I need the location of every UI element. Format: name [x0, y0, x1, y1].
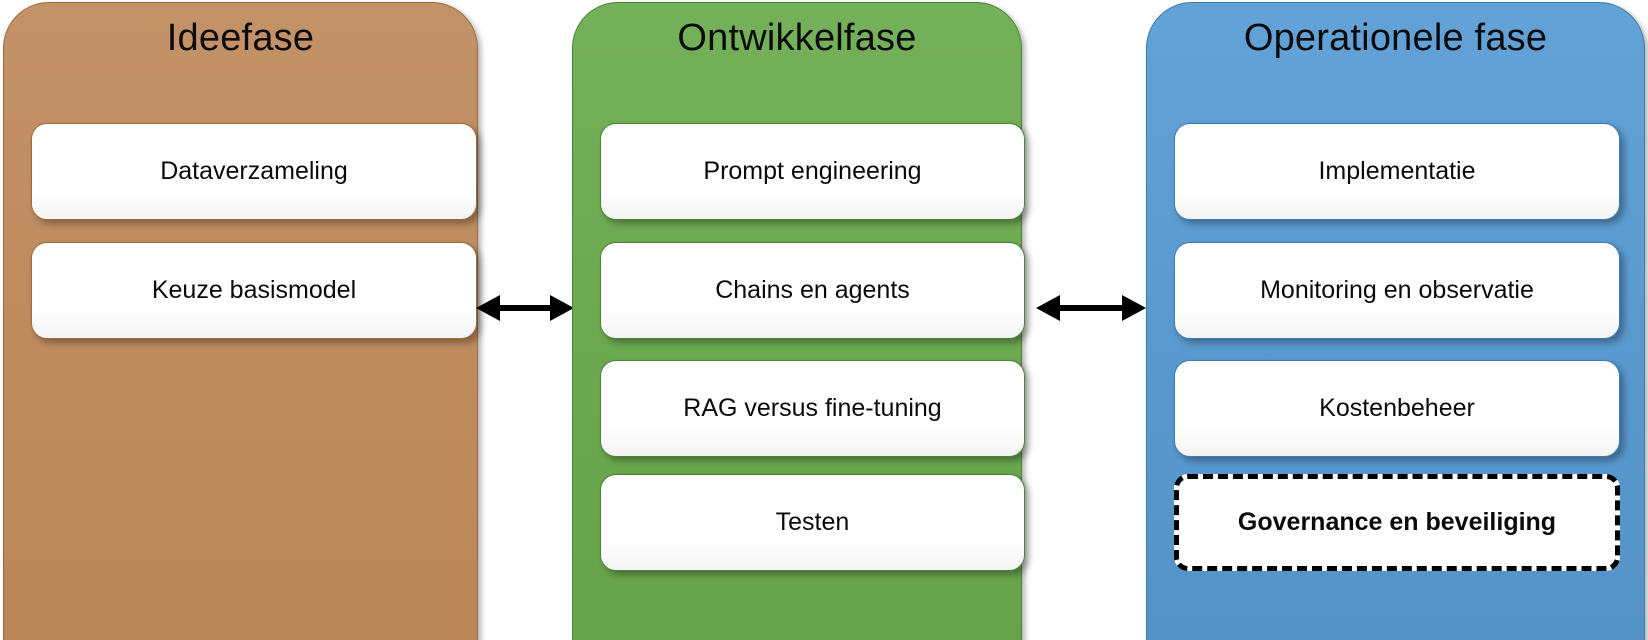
- phase-title-ideefase: Ideefase: [166, 17, 315, 59]
- phase-item-label: Keuze basismodel: [151, 276, 357, 304]
- phase-item-governance-en-beveiliging[interactable]: Governance en beveiliging: [1174, 474, 1620, 571]
- phase-panel-operationele-fase[interactable]: Operationele fase Implementatie Monitori…: [1146, 2, 1645, 640]
- phase-item-label: Dataverzameling: [160, 157, 348, 185]
- phase-item-label: Testen: [775, 508, 850, 536]
- phase-item-label: Kostenbeheer: [1319, 394, 1475, 422]
- phase-item-keuze-basismodel[interactable]: Keuze basismodel: [31, 242, 477, 339]
- phase-item-monitoring-en-observatie[interactable]: Monitoring en observatie: [1174, 242, 1620, 339]
- phase-title-operationele-fase: Operationele fase: [1243, 17, 1548, 59]
- phase-item-prompt-engineering[interactable]: Prompt engineering: [600, 123, 1025, 220]
- phase-item-dataverzameling[interactable]: Dataverzameling: [31, 123, 477, 220]
- phase-item-label: Chains en agents: [715, 276, 910, 304]
- phase-panel-ideefase[interactable]: Ideefase Dataverzameling Keuze basismode…: [3, 2, 478, 640]
- phase-item-implementatie[interactable]: Implementatie: [1174, 123, 1620, 220]
- phase-item-label: RAG versus fine-tuning: [683, 394, 942, 422]
- phase-item-rag-versus-fine-tuning[interactable]: RAG versus fine-tuning: [600, 360, 1025, 457]
- phase-item-label: Governance en beveiliging: [1237, 508, 1557, 536]
- phase-panel-ontwikkelfase[interactable]: Ontwikkelfase Prompt engineering Chains …: [572, 2, 1025, 640]
- double-arrow-horizontal-icon-1: [476, 295, 574, 321]
- phase-item-label: Implementatie: [1318, 157, 1476, 185]
- double-arrow-horizontal-icon-2: [1036, 295, 1146, 321]
- phase-title-ontwikkelfase: Ontwikkelfase: [677, 17, 917, 59]
- phase-item-kostenbeheer[interactable]: Kostenbeheer: [1174, 360, 1620, 457]
- phase-item-chains-en-agents[interactable]: Chains en agents: [600, 242, 1025, 339]
- phase-item-label: Prompt engineering: [703, 157, 922, 185]
- phase-item-label: Monitoring en observatie: [1260, 276, 1534, 304]
- phase-item-testen[interactable]: Testen: [600, 474, 1025, 571]
